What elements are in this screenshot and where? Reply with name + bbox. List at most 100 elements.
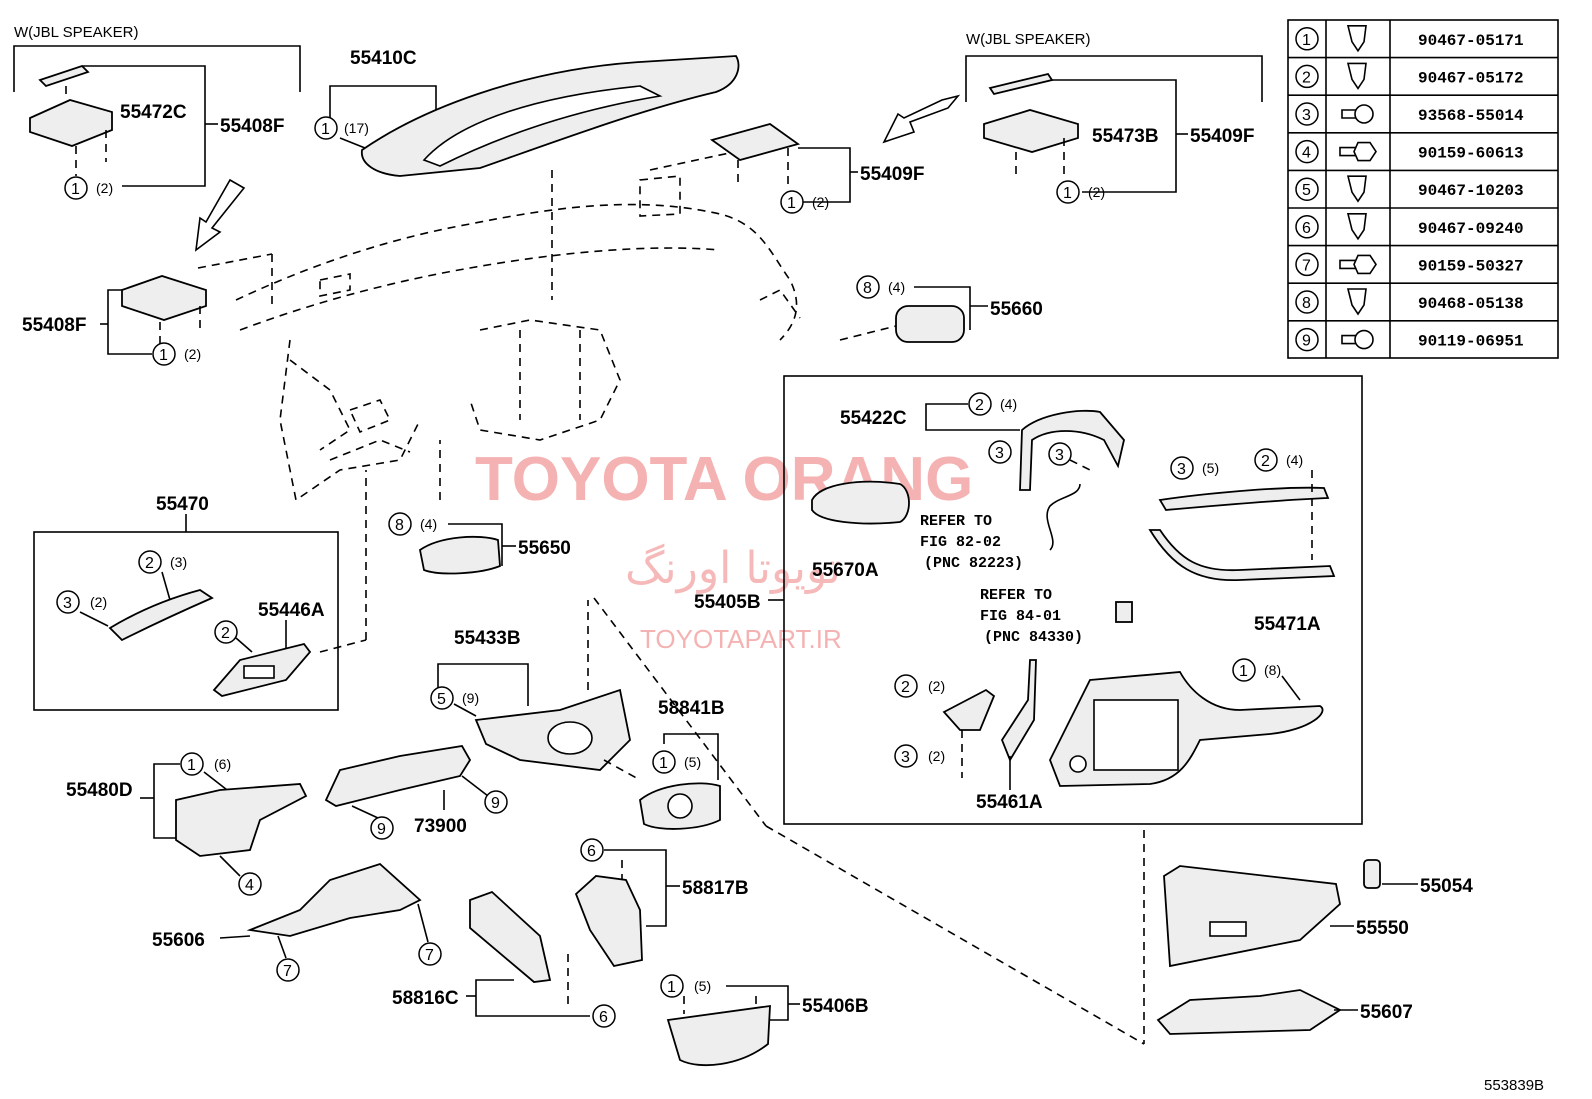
part-55422C-shape [1019, 409, 1125, 491]
part-55650-group: 8 (4) 55650 [388, 440, 571, 575]
label-55606: 55606 [152, 930, 205, 951]
label-73900: 73900 [414, 816, 467, 837]
callout-number: 3 [1177, 461, 1186, 478]
part-55650-shape [419, 535, 501, 575]
callout-number: 2 [145, 555, 154, 572]
direction-arrow-right [882, 94, 961, 144]
callout-qty: (2) [928, 748, 945, 764]
label-55470: 55470 [156, 494, 209, 515]
part-58816C-group: 58816C 6 [392, 890, 616, 1028]
label-55461A: 55461A [976, 792, 1043, 813]
part-55408F-shape [121, 275, 207, 321]
callout-number: 8 [395, 517, 404, 534]
callout-number: 7 [425, 947, 434, 964]
label-55607: 55607 [1360, 1002, 1413, 1023]
jbl-right-header: W(JBL SPEAKER) [966, 31, 1090, 48]
part-55480D-shape [175, 783, 308, 857]
label-55405B: 55405B [694, 592, 761, 613]
label-58816C: 58816C [392, 988, 459, 1009]
fastener-part-number: 90159-60613 [1418, 145, 1524, 163]
callout-number: 3 [63, 595, 72, 612]
fastener-part-number: 90467-05171 [1418, 32, 1524, 50]
speaker-strip-part [38, 64, 90, 88]
part-55607-shape [1156, 989, 1342, 1035]
label-55446A: 55446A [258, 600, 325, 621]
callout-number: 9 [491, 795, 500, 812]
part-55409F-mid-group: 55409F 1 (2) [709, 94, 961, 214]
label-58841B: 58841B [658, 698, 725, 719]
callout-number: 2 [975, 397, 984, 414]
callout-qty: (5) [684, 754, 701, 770]
label-55422C: 55422C [840, 408, 907, 429]
label-58817B: 58817B [682, 878, 749, 899]
callout-number: 8 [863, 280, 872, 297]
label-55660: 55660 [990, 299, 1043, 320]
jbl-left-bracket [13, 45, 301, 92]
fastener-number: 7 [1302, 257, 1311, 274]
bolt-icon [1339, 141, 1377, 162]
label-55472C: 55472C [120, 102, 187, 123]
callout-number: 3 [995, 445, 1004, 462]
part-58841B-group: 58841B 1 (5) [603, 698, 725, 830]
clip-icon [1346, 25, 1367, 53]
callout-number: 1 [667, 979, 676, 996]
label-55409F-right: 55409F [1190, 126, 1254, 147]
callout-number: 2 [221, 625, 230, 642]
label-55409F-mid: 55409F [860, 164, 924, 185]
part-55471A-upper-shape [1158, 486, 1330, 511]
callout-qty: (2) [812, 194, 829, 210]
part-55550-shape [1163, 865, 1341, 968]
callout-number: 5 [437, 691, 446, 708]
part-55606-shape [246, 862, 422, 937]
fastener-number: 5 [1302, 182, 1311, 199]
fastener-number: 8 [1302, 295, 1311, 312]
part-55406B-shape [666, 1004, 771, 1067]
callout-qty: (5) [1202, 460, 1219, 476]
callout-qty: (4) [420, 516, 437, 532]
callout-number: 4 [245, 877, 254, 894]
refer-2-line1: REFER TO [980, 587, 1052, 604]
jbl-right-group: W(JBL SPEAKER) 55473B 55409F 1 (2) [965, 31, 1263, 204]
callout-qty: (4) [1000, 396, 1017, 412]
fastener-number: 4 [1302, 145, 1311, 162]
fastener-part-number: 90467-09240 [1418, 220, 1524, 238]
callout-qty: (9) [462, 690, 479, 706]
callout-number: 2 [1261, 453, 1270, 470]
part-55660-shape [895, 305, 965, 343]
callout-number: 3 [901, 749, 910, 766]
jbl-left-group: W(JBL SPEAKER) 55472C 55408F 1 (2) [13, 24, 301, 252]
refer-1-line2: FIG 82-02 [920, 534, 1001, 551]
callout-qty: (3) [170, 554, 187, 570]
bolt-icon [1339, 254, 1377, 275]
screw-icon [1341, 329, 1374, 350]
label-55408F-left: 55408F [22, 315, 86, 336]
callout-qty: (5) [694, 978, 711, 994]
fastener-part-number: 90468-05138 [1418, 295, 1524, 313]
connector-part [1115, 601, 1133, 623]
callout-number: 6 [587, 843, 596, 860]
watermark: TOYOTA ORANG تویوتا اورنگ TOYOTAPART.IR [475, 445, 973, 654]
callout-qty: (6) [214, 756, 231, 772]
part-58817B-group: 6 58817B [574, 838, 749, 968]
callout-number: 6 [599, 1009, 608, 1026]
part-55606-group: 55606 7 7 [152, 862, 442, 982]
refer-2-line3: (PNC 84330) [984, 629, 1083, 646]
callout-qty: (2) [928, 678, 945, 694]
jbl-left-header: W(JBL SPEAKER) [14, 24, 138, 41]
callout-qty: (2) [184, 346, 201, 362]
label-55054: 55054 [1420, 876, 1473, 897]
callout-qty: (2) [90, 594, 107, 610]
part-58817B-shape [574, 875, 643, 968]
direction-arrow-left [194, 178, 246, 252]
label-55471A: 55471A [1254, 614, 1321, 635]
part-55405B-shape [1049, 671, 1324, 787]
screw-icon [1341, 104, 1374, 124]
part-55470-group: 55470 2 (3) 3 (2) 55446A 2 [33, 470, 367, 711]
part-55054-shape [1363, 859, 1381, 889]
label-55480D: 55480D [66, 780, 133, 801]
